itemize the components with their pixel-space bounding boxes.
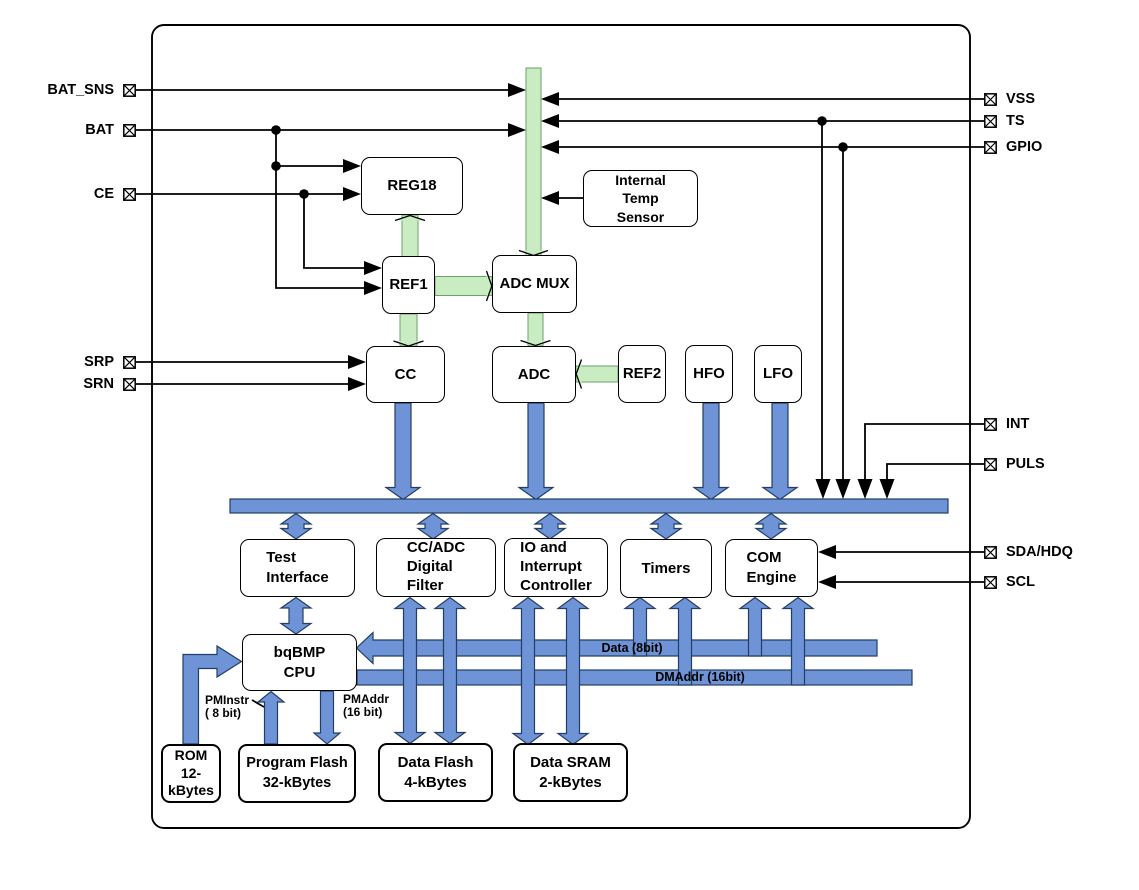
pin-symbol xyxy=(123,187,136,201)
block-ref1: REF1 xyxy=(382,256,435,314)
pin-scl: SCL xyxy=(984,573,1035,591)
block-hfo: HFO xyxy=(685,345,733,403)
main-internal-bus xyxy=(229,498,949,514)
block-lfo: LFO xyxy=(754,345,802,403)
block-rom: ROM 12- kBytes xyxy=(161,744,221,803)
pin-int: INT xyxy=(984,415,1029,433)
block-bqbmp-cpu: bqBMP CPU xyxy=(242,634,357,691)
block-reg18: REG18 xyxy=(361,157,463,215)
block-timers: Timers xyxy=(620,539,712,598)
block-cc-adc-digital-filter: CC/ADC Digital Filter xyxy=(376,538,496,597)
pin-symbol xyxy=(123,377,136,391)
dmaddr-bus-label: DMAddr (16bit) xyxy=(655,670,745,684)
pin-symbol xyxy=(984,92,997,106)
pin-ce: CE xyxy=(94,185,136,203)
pin-symbol xyxy=(984,575,997,589)
block-data-sram: Data SRAM 2-kBytes xyxy=(513,743,628,802)
pin-srn: SRN xyxy=(83,375,136,393)
signal-lines xyxy=(136,83,984,708)
pin-symbol xyxy=(123,355,136,369)
block-adc: ADC xyxy=(492,346,576,403)
pin-symbol xyxy=(984,417,997,431)
pin-symbol xyxy=(984,457,997,471)
pin-bat-sns: BAT_SNS xyxy=(47,81,136,99)
pminstr-label: PMInstr ( 8 bit) xyxy=(205,693,250,721)
pin-puls: PULS xyxy=(984,455,1045,473)
green-analog-bus xyxy=(393,67,619,389)
block-ref2: REF2 xyxy=(618,345,666,403)
pin-symbol xyxy=(984,140,997,154)
pin-srp: SRP xyxy=(84,353,136,371)
blue-bus-arrows xyxy=(182,402,949,746)
pin-symbol xyxy=(123,123,136,137)
pin-gpio: GPIO xyxy=(984,138,1042,156)
block-test-interface: Test Interface xyxy=(240,539,355,597)
block-com-engine: COM Engine xyxy=(725,539,818,597)
pmaddr-label: PMAddr (16 bit) xyxy=(343,692,389,720)
pin-vss: VSS xyxy=(984,90,1035,108)
pin-symbol xyxy=(984,545,997,559)
pin-symbol xyxy=(984,114,997,128)
block-cc: CC xyxy=(366,346,445,403)
pin-ts: TS xyxy=(984,112,1025,130)
block-internal-temp-sensor: Internal Temp Sensor xyxy=(583,170,698,227)
chip-outline xyxy=(151,24,971,829)
data-bus-label: Data (8bit) xyxy=(601,641,663,655)
block-program-flash: Program Flash 32-kBytes xyxy=(238,744,356,803)
pin-symbol xyxy=(123,83,136,97)
block-adc-mux: ADC MUX xyxy=(492,255,577,313)
dmaddr-bus xyxy=(356,669,913,686)
block-io-interrupt-controller: IO and Interrupt Controller xyxy=(504,538,608,597)
block-data-flash: Data Flash 4-kBytes xyxy=(378,743,493,802)
pin-sda-hdq: SDA/HDQ xyxy=(984,543,1073,561)
pin-bat: BAT xyxy=(85,121,136,139)
